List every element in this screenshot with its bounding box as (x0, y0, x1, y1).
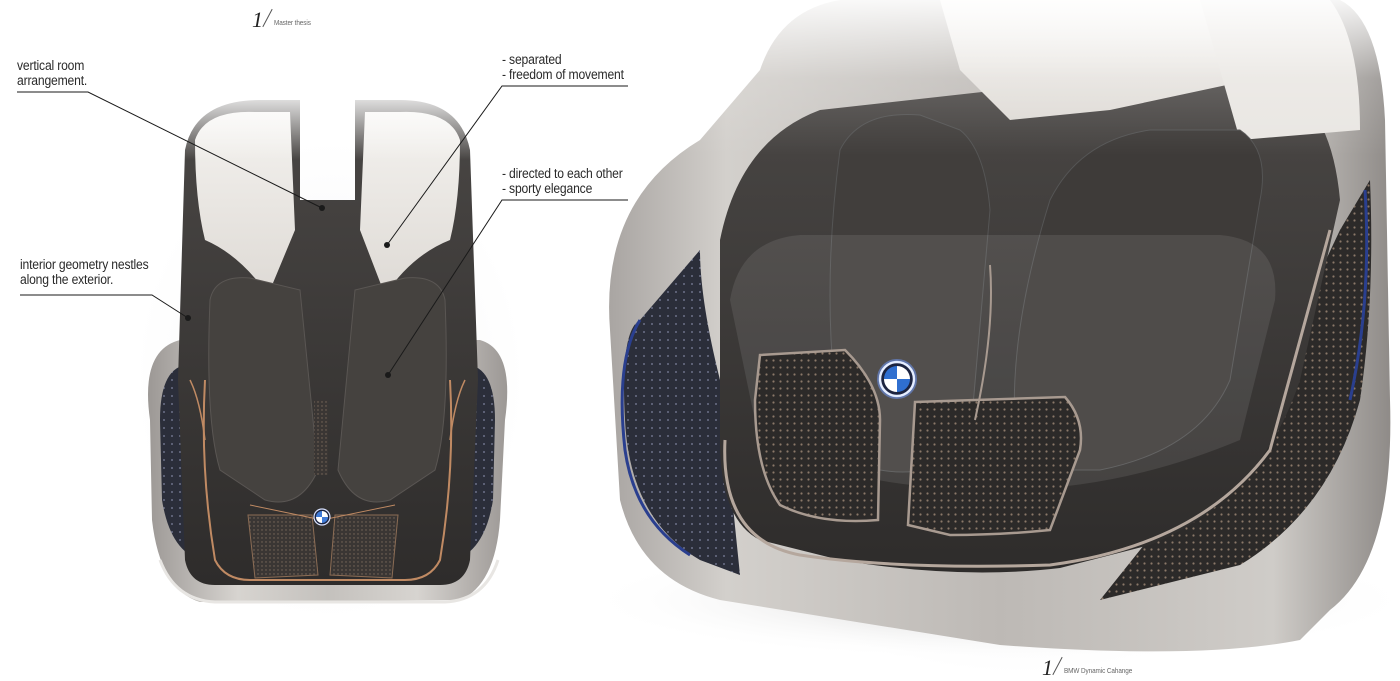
leader-vertical-room (17, 91, 323, 209)
leader-directed (387, 199, 628, 376)
leader-separated (386, 85, 628, 246)
callout-line: - separated (502, 52, 562, 67)
leader-interior-geometry (20, 294, 189, 319)
callout-leader-lines (17, 85, 628, 378)
bmw-logo-perspective-view (877, 359, 917, 399)
callout-vertical-room: vertical room arrangement. (17, 58, 87, 88)
footer-title: BMW Dynamic Cahange (1064, 666, 1133, 675)
callout-line: along the exterior. (20, 272, 114, 287)
page-slash-divider (1052, 656, 1063, 676)
callout-interior-geometry: interior geometry nestles along the exte… (20, 257, 149, 287)
callout-separated: - separated - freedom of movement (502, 52, 624, 82)
bmw-logo-top-view (313, 508, 331, 526)
callout-line: vertical room (17, 58, 85, 73)
footer-page-number: 1 (1042, 655, 1053, 680)
callout-line: - freedom of movement (502, 67, 624, 82)
page-slash-divider (262, 8, 273, 28)
callout-directed: - directed to each other - sporty elegan… (502, 166, 623, 196)
callout-line: - sporty elegance (502, 181, 593, 196)
header-page-number: 1 (252, 7, 263, 32)
header-page-mark: 1 Master thesis (252, 7, 317, 32)
perspective-view-rendering (580, 0, 1400, 660)
top-view-rendering (140, 90, 520, 604)
callout-line: arrangement. (17, 73, 88, 88)
footer-page-mark: 1 BMW Dynamic Cahange (1042, 655, 1144, 680)
callout-line: - directed to each other (502, 166, 623, 181)
header-title: Master thesis (274, 18, 311, 27)
callout-line: interior geometry nestles (20, 257, 149, 272)
